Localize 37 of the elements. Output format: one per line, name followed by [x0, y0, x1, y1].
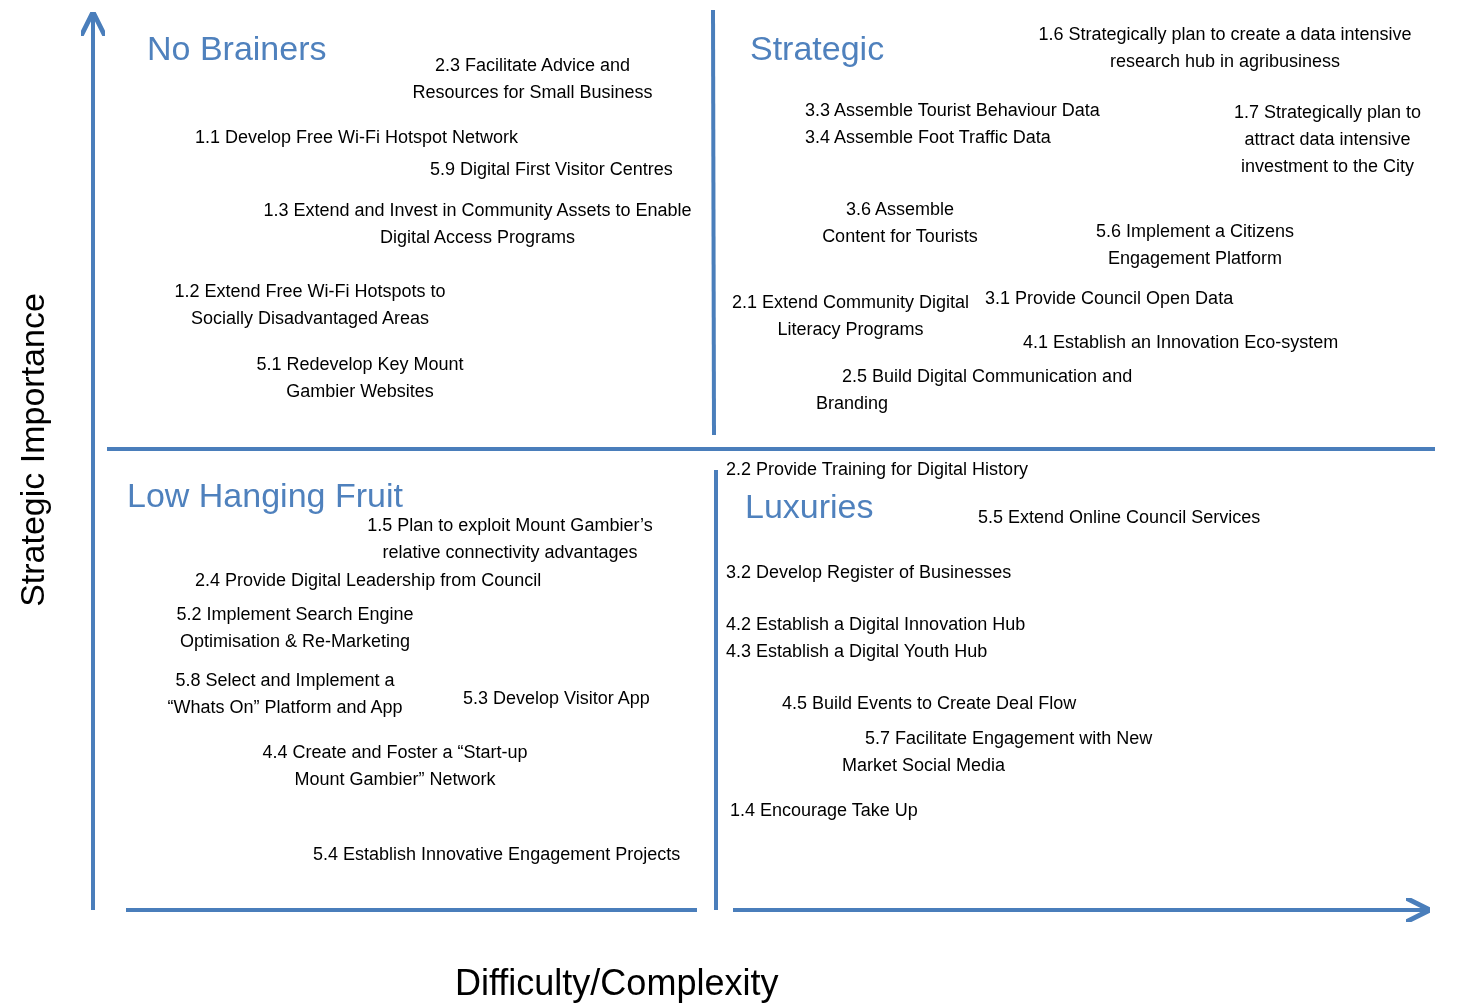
action-item: 5.7 Facilitate Engagement with New Market Social Media: [842, 727, 1154, 777]
quadrant-title: No Brainers: [147, 28, 327, 68]
action-item: 5.2 Implement Search Engine Optimisation & Re-Marketing: [175, 603, 415, 653]
action-item: 1.5 Plan to exploit Mount Gambier’s relative connectivity advantages: [366, 514, 654, 564]
action-item: 5.8 Select and Implement a “Whats On” Platform and App: [166, 669, 404, 719]
action-item: 4.5 Build Events to Create Deal Flow: [782, 692, 1077, 715]
action-item: 3.4 Assemble Foot Traffic Data: [805, 126, 1051, 149]
action-item: 2.1 Extend Community Digital Literacy Programs: [730, 291, 971, 341]
axis-title: Difficulty/Complexity: [455, 962, 779, 1004]
action-item: 4.1 Establish an Innovation Eco-system: [1023, 331, 1339, 354]
quadrant-title: Low Hanging Fruit: [127, 475, 403, 515]
action-item: 1.1 Develop Free Wi-Fi Hotspot Network: [195, 126, 519, 149]
action-item: 5.3 Develop Visitor App: [463, 687, 650, 710]
action-item: 1.3 Extend and Invest in Community Assets to Enable Digital Access Programs: [262, 199, 693, 249]
action-item: 5.6 Implement a Citizens Engagement Platform: [1094, 220, 1296, 270]
action-item: 2.5 Build Digital Communication and Branding: [816, 365, 1134, 415]
action-item: 5.5 Extend Online Council Services: [978, 506, 1261, 529]
quadrant-title: Luxuries: [745, 486, 874, 526]
action-item: 3.2 Develop Register of Businesses: [726, 561, 1012, 584]
axis-title: Strategic Importance: [12, 293, 52, 607]
action-item: 5.1 Redevelop Key Mount Gambier Websites: [255, 353, 465, 403]
action-item: 3.6 Assemble Content for Tourists: [821, 198, 979, 248]
quadrant-title: Strategic: [750, 28, 885, 68]
action-item: 1.4 Encourage Take Up: [730, 799, 918, 822]
action-item: 2.2 Provide Training for Digital History: [726, 458, 1029, 481]
action-item: 1.6 Strategically plan to create a data intensive research hub in agribusiness: [1037, 23, 1413, 73]
action-item: 1.7 Strategically plan to attract data intensive investment to the City: [1232, 101, 1423, 178]
action-item: 2.4 Provide Digital Leadership from Council: [195, 569, 542, 592]
action-item: 5.4 Establish Innovative Engagement Projects: [313, 843, 681, 866]
action-item: 3.1 Provide Council Open Data: [985, 287, 1234, 310]
action-item: 5.9 Digital First Visitor Centres: [430, 158, 673, 181]
action-item: 4.4 Create and Foster a “Start-up Mount Gambier” Network: [261, 741, 529, 791]
action-item: 1.2 Extend Free Wi-Fi Hotspots to Socially Disadvantaged Areas: [173, 280, 447, 330]
action-item: 4.2 Establish a Digital Innovation Hub: [726, 613, 1026, 636]
action-item: 3.3 Assemble Tourist Behaviour Data: [805, 99, 1100, 122]
action-item: 4.3 Establish a Digital Youth Hub: [726, 640, 988, 663]
action-item: 2.3 Facilitate Advice and Resources for Small Business: [411, 54, 654, 104]
